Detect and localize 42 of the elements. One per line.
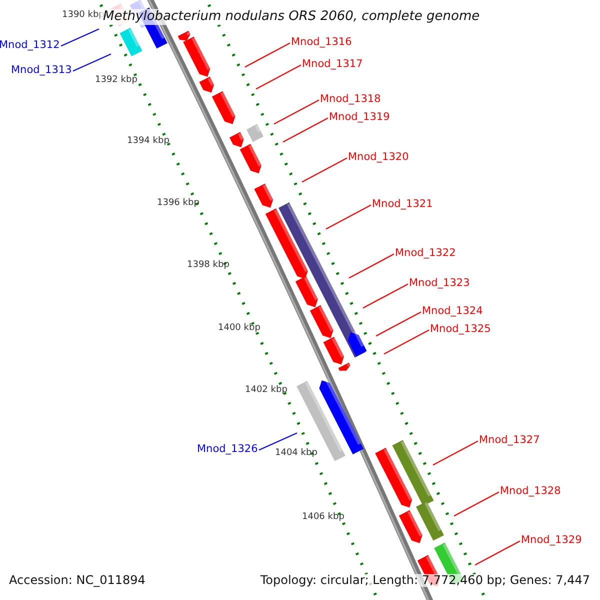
gene-label: Mnod_1327 [479, 435, 540, 447]
gene-label: Mnod_1316 [291, 37, 352, 49]
leader-line [326, 204, 372, 230]
tick-label: 1406 kbp [302, 513, 344, 523]
tick-label: 1402 kbp [245, 386, 288, 396]
leader-line [244, 42, 290, 68]
leader-line [274, 99, 320, 125]
leader-line [256, 64, 302, 90]
tick-label: 1396 kbp [157, 199, 200, 209]
gene-label: Mnod_1317 [302, 59, 363, 71]
leader-line [302, 157, 348, 183]
gene-label: Mnod_1312 [0, 40, 60, 52]
gene-label: Mnod_1324 [422, 306, 483, 318]
leader-line [258, 432, 298, 451]
tick-label: 1400 kbp [218, 324, 260, 334]
leader-line [348, 253, 394, 279]
tick-label: 1390 kbp [62, 11, 104, 20]
gene-label: Mnod_1328 [500, 486, 561, 498]
gene-label: Mnod_1326 [197, 444, 258, 456]
leader-line [282, 117, 328, 143]
gene-label: Mnod_1321 [372, 199, 433, 211]
gene-label: Mnod_1319 [329, 112, 390, 124]
leader-line [376, 311, 422, 337]
gene-label: Mnod_1325 [430, 324, 491, 336]
tick-label: 1404 kbp [275, 449, 318, 459]
gene-label: Mnod_1318 [320, 94, 381, 106]
tick-label: 1398 kbp [187, 261, 230, 271]
leader-line [432, 440, 478, 466]
tick-label: 1392 kbp [95, 76, 138, 86]
leader-line [362, 283, 408, 309]
leader-line [454, 491, 500, 517]
gene-label: Mnod_1313 [11, 65, 72, 77]
leader-line [60, 28, 100, 47]
footer-note: Accession: NC_011894 [9, 574, 146, 588]
gene-label: Mnod_1322 [395, 248, 456, 260]
tick-label: 1394 kbp [127, 137, 170, 147]
leader-line [72, 53, 112, 72]
leader-line [474, 540, 520, 566]
gene-label: Mnod_1320 [348, 152, 409, 164]
leader-line [384, 329, 430, 355]
gene-label: Mnod_1329 [521, 535, 582, 547]
gene-label: Mnod_1323 [409, 278, 470, 290]
